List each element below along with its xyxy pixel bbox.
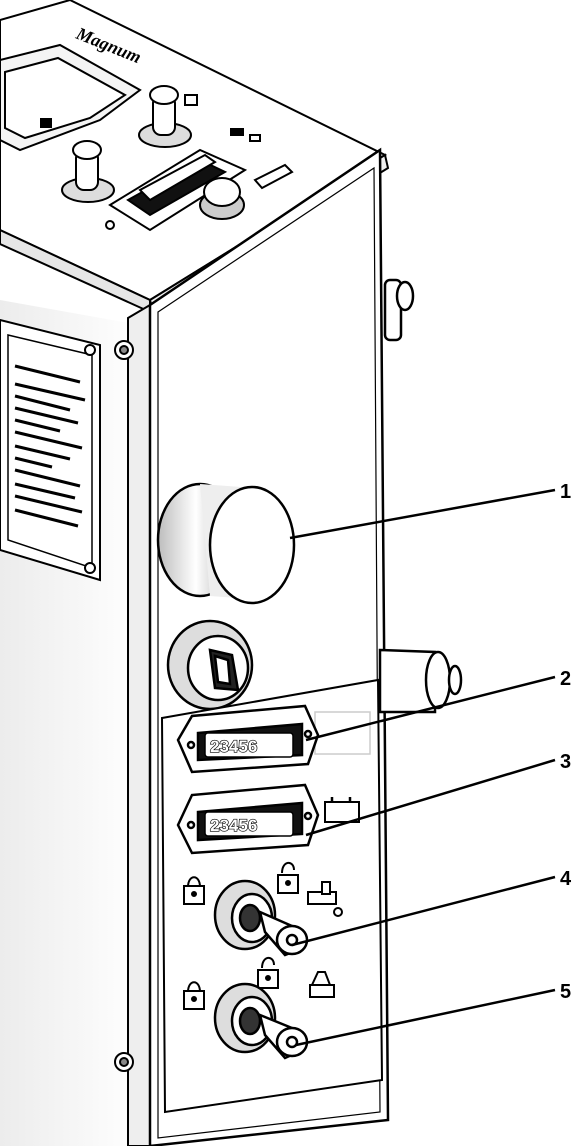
hour-meter-bottom-value: 23456 — [210, 816, 257, 835]
callout-number-2: 2 — [560, 668, 571, 690]
callout-number-5: 5 — [560, 981, 571, 1003]
hour-meter-top: 23456 — [176, 704, 320, 774]
callout-line-2 — [305, 675, 556, 742]
padlock-icon — [183, 981, 205, 1010]
callout-line-1 — [289, 488, 556, 540]
callouts: 1 2 3 4 5 — [289, 481, 572, 1047]
label-text-lines — [14, 364, 86, 528]
callout-number-3: 3 — [560, 751, 571, 773]
padlock-icons — [183, 861, 343, 1010]
callout-line-4 — [291, 875, 556, 947]
hinge-top — [383, 278, 415, 342]
key-switch-upper — [213, 879, 309, 957]
left-joystick — [61, 140, 115, 203]
hinge-bottom — [378, 648, 463, 714]
top-push-button — [199, 177, 245, 220]
callout-line-3 — [305, 758, 556, 837]
corner-post — [114, 303, 151, 1146]
right-joystick — [138, 85, 192, 148]
callout-line-5 — [295, 988, 556, 1047]
rocker-switch — [108, 148, 248, 232]
warning-label-plate — [0, 300, 140, 1146]
callout-number-1: 1 — [560, 481, 571, 503]
callout-number-4: 4 — [560, 868, 572, 890]
rotary-selector — [166, 619, 254, 711]
key-switch-lower — [213, 982, 309, 1060]
operator-icon — [309, 971, 335, 998]
emergency-stop-button — [156, 482, 296, 605]
unlock-icon — [257, 956, 279, 989]
padlock-icon — [183, 876, 205, 905]
battery-icon — [324, 797, 360, 823]
wrench-icon — [307, 881, 343, 917]
hour-meter-bottom: 23456 — [176, 783, 360, 855]
hour-meter-top-value: 23456 — [210, 737, 257, 756]
unlock-icon — [277, 861, 299, 894]
